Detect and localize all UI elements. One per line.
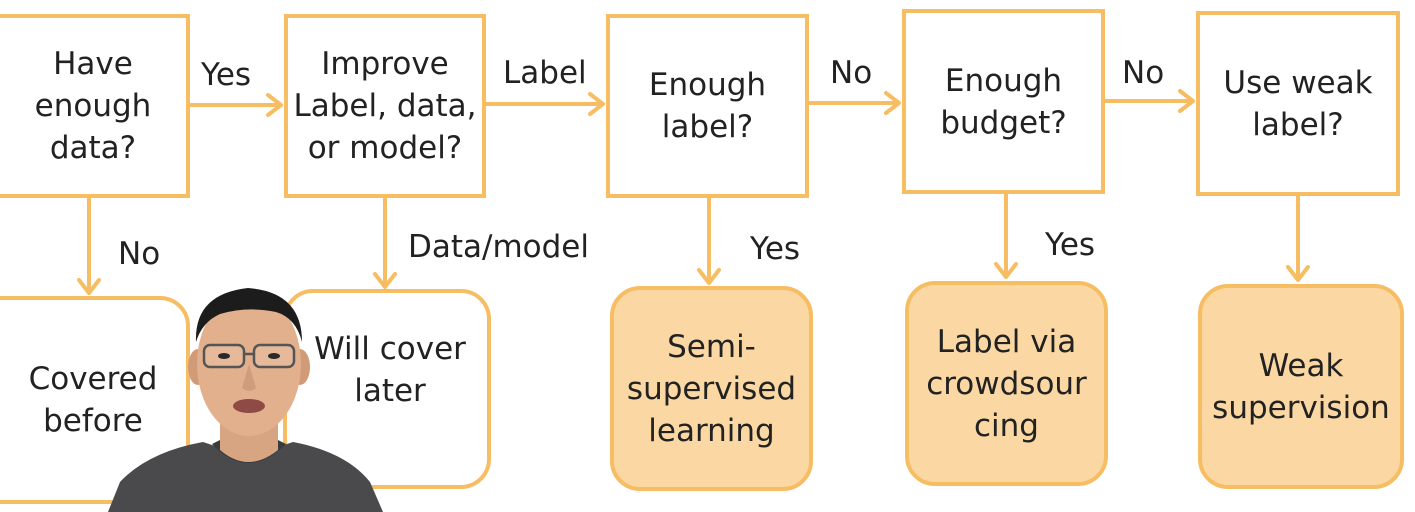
outcome-will-cover-later-text: Will cover later [314, 331, 466, 409]
edge-label-data-model: Data/model [408, 229, 589, 265]
edge-label-yes-label: Yes [750, 231, 801, 267]
presenter-eye-left [218, 353, 230, 359]
arrowhead-have-to-covered [77, 278, 101, 295]
decision-improve-text: Improve Label, data, or model? [293, 46, 477, 166]
outcome-semi-supervised-text: Semi- supervised learning [626, 328, 797, 449]
decision-have-enough-data: Have enough data? [0, 14, 190, 198]
edge-label-no-data: No [118, 236, 161, 272]
edge-label-no-label: No [830, 55, 873, 91]
decision-enough-label: Enough label? [606, 14, 809, 198]
outcome-covered-before: Covered before [0, 296, 190, 504]
outcome-weak-supervision: Weak supervision [1198, 284, 1404, 489]
outcome-crowdsourcing: Label via crowdsour cing [905, 281, 1108, 486]
decision-have-enough-data-text: Have enough data? [34, 46, 152, 166]
arrowhead-have-to-improve [266, 93, 283, 117]
presenter-hair [195, 288, 302, 342]
decision-enough-budget: Enough budget? [902, 9, 1105, 194]
decision-use-weak-label: Use weak label? [1196, 11, 1400, 196]
edge-label-label: Label [503, 55, 587, 91]
presenter-eye-right [268, 353, 280, 359]
presenter-nose [242, 364, 256, 391]
presenter-mouth [233, 399, 265, 413]
outcome-semi-supervised: Semi- supervised learning [610, 286, 813, 491]
edge-label-no-budget: No [1122, 55, 1165, 91]
edge-label-yes-budget: Yes [1045, 227, 1096, 263]
arrowhead-label-to-budget [884, 91, 901, 115]
outcome-covered-before-text: Covered before [28, 361, 158, 439]
outcome-crowdsourcing-text: Label via crowdsour cing [926, 323, 1087, 444]
decision-enough-label-text: Enough label? [648, 67, 767, 145]
decision-improve: Improve Label, data, or model? [284, 14, 486, 198]
decision-use-weak-label-text: Use weak label? [1223, 64, 1373, 143]
edge-label-yes-data: Yes [201, 57, 252, 93]
arrowhead-weak-to-supervision [1286, 265, 1310, 282]
arrowhead-budget-to-weak [1178, 89, 1195, 113]
decision-enough-budget-text: Enough budget? [940, 62, 1067, 141]
arrowhead-improve-to-label [588, 92, 605, 116]
outcome-weak-supervision-text: Weak supervision [1212, 347, 1390, 426]
arrowhead-label-to-semi [697, 268, 721, 285]
arrowhead-improve-to-later [373, 272, 397, 289]
presenter-shirt [108, 442, 383, 512]
arrowhead-budget-to-crowd [994, 262, 1018, 279]
presenter-photo [108, 288, 383, 512]
